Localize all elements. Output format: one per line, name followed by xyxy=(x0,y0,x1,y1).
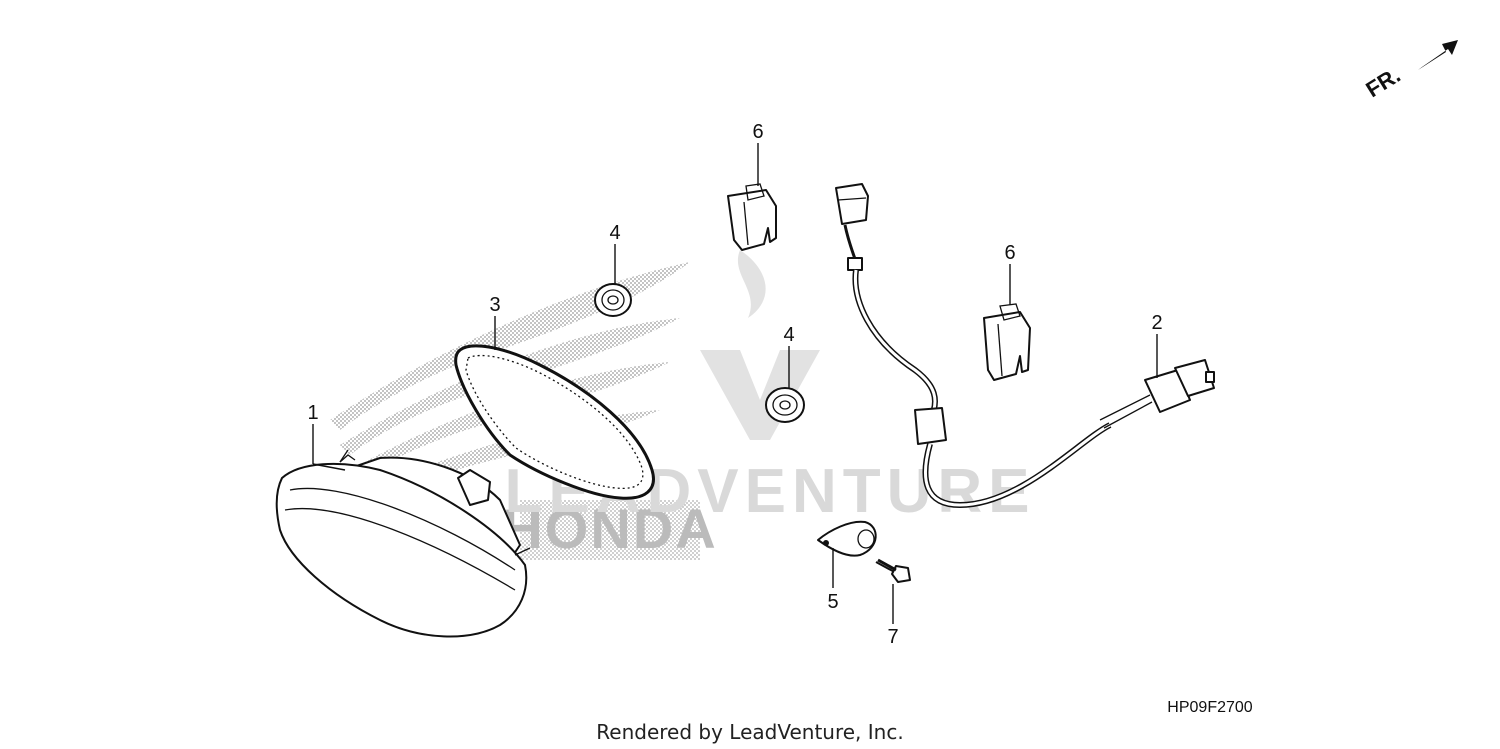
part-3-gasket[interactable] xyxy=(454,344,655,500)
part-4-grommet-lower[interactable] xyxy=(765,387,805,423)
callout-6-lower[interactable]: 6 xyxy=(1004,242,1015,264)
part-6-socket-upper[interactable] xyxy=(727,183,777,251)
callout-6-upper[interactable]: 6 xyxy=(752,121,763,143)
part-7-bolt[interactable] xyxy=(875,558,911,583)
callout-3[interactable]: 3 xyxy=(489,294,500,316)
callout-4-lower[interactable]: 4 xyxy=(783,324,794,346)
part-2-wire-harness[interactable] xyxy=(835,183,1215,509)
callout-2[interactable]: 2 xyxy=(1151,312,1162,334)
leader-lines xyxy=(312,143,1158,624)
front-arrow-icon xyxy=(1418,40,1458,70)
part-4-grommet-upper[interactable] xyxy=(594,283,632,317)
front-direction-indicator: FR. xyxy=(1361,40,1458,102)
brand-wordmark-watermark: HONDA xyxy=(502,497,717,560)
callout-5[interactable]: 5 xyxy=(827,591,838,613)
callout-labels: 1 2 3 4 4 5 6 6 7 xyxy=(307,121,1162,648)
callout-1[interactable]: 1 xyxy=(307,402,318,424)
part-6-socket-lower[interactable] xyxy=(983,303,1031,381)
part-5-clamp[interactable] xyxy=(817,520,877,557)
diagram-reference-code: HP09F2700 xyxy=(1167,699,1252,716)
render-credit: Rendered by LeadVenture, Inc. xyxy=(596,720,903,744)
callout-7[interactable]: 7 xyxy=(887,626,898,648)
front-label: FR. xyxy=(1361,62,1404,102)
callout-4-upper[interactable]: 4 xyxy=(609,222,620,244)
brand-wordmark: HONDA xyxy=(502,497,717,560)
part-1-taillight-assembly[interactable] xyxy=(275,449,531,638)
